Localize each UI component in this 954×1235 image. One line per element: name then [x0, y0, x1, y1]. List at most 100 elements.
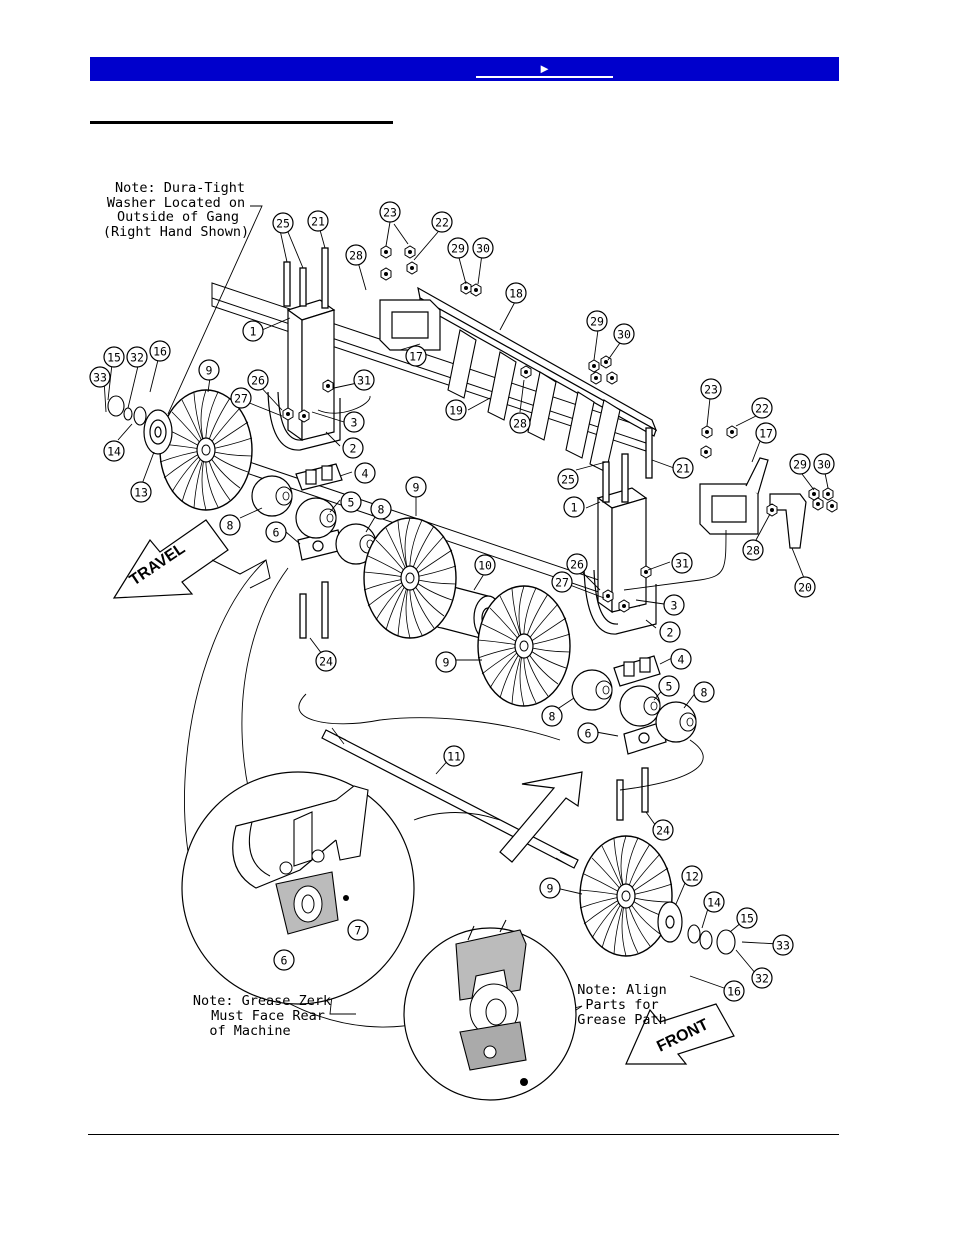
callout-3: 3 [343, 411, 365, 433]
callout-27: 27 [230, 387, 252, 409]
disc-blade-9-c [477, 585, 571, 707]
svg-text:13: 13 [134, 486, 148, 500]
callout-20: 20 [794, 576, 816, 598]
callout-31: 31 [671, 552, 693, 574]
next-page-link[interactable]: ► [476, 59, 613, 78]
svg-text:17: 17 [409, 350, 423, 364]
bracket-17-left [379, 299, 441, 351]
svg-text:5: 5 [348, 496, 355, 510]
svg-text:(Right Hand Shown): (Right Hand Shown) [103, 224, 249, 240]
bearing-housing-bottom-right [623, 721, 667, 755]
note-dura-tight: Note: Dura-Tight Washer Located on Outsi… [103, 180, 249, 240]
svg-text:9: 9 [547, 882, 554, 896]
callout-30: 30 [613, 323, 635, 345]
svg-text:24: 24 [319, 655, 333, 669]
travel-arrow: TRAVEL [112, 519, 271, 599]
end-washer-12 [657, 901, 683, 943]
disc-blade-9-b [363, 517, 457, 639]
callout-19: 19 [445, 399, 467, 421]
bearing-5-right [619, 685, 661, 727]
callout-5: 5 [658, 675, 680, 697]
svg-text:30: 30 [817, 458, 831, 472]
callout-3: 3 [663, 594, 685, 616]
svg-text:15: 15 [740, 912, 754, 926]
bearing-housing-top-left [295, 463, 343, 491]
bearing-5-left [295, 497, 337, 539]
hanger-1-right [583, 487, 657, 635]
svg-text:Parts for: Parts for [585, 997, 658, 1013]
callout-29: 29 [586, 310, 608, 332]
svg-text:29: 29 [793, 458, 807, 472]
callout-9: 9 [435, 651, 457, 673]
callout-10: 10 [474, 554, 496, 576]
callout-26: 26 [247, 369, 269, 391]
svg-text:9: 9 [413, 481, 420, 495]
callout-27: 27 [551, 571, 573, 593]
callout-2: 2 [659, 621, 681, 643]
svg-text:15: 15 [107, 351, 121, 365]
svg-text:14: 14 [707, 896, 721, 910]
svg-text:12: 12 [685, 870, 699, 884]
svg-text:7: 7 [355, 924, 362, 938]
svg-text:5: 5 [666, 680, 673, 694]
svg-text:Outside of Gang: Outside of Gang [117, 209, 239, 225]
svg-text:11: 11 [447, 750, 461, 764]
callout-8: 8 [219, 514, 241, 536]
callout-1: 1 [563, 496, 585, 518]
callout-7: 7 [347, 919, 369, 941]
svg-text:2: 2 [667, 626, 674, 640]
svg-text:31: 31 [675, 557, 689, 571]
callout-22: 22 [431, 211, 453, 233]
callout-6: 6 [265, 521, 287, 543]
callout-9: 9 [198, 359, 220, 381]
header-bar: ► [90, 57, 839, 81]
callout-29: 29 [447, 237, 469, 259]
callout-11: 11 [443, 745, 465, 767]
callout-15: 15 [103, 346, 125, 368]
svg-text:30: 30 [476, 242, 490, 256]
callout-28: 28 [509, 412, 531, 434]
svg-text:2: 2 [350, 442, 357, 456]
callout-24: 24 [652, 819, 674, 841]
svg-text:6: 6 [281, 954, 288, 968]
svg-text:22: 22 [755, 402, 769, 416]
callout-28: 28 [742, 539, 764, 561]
front-arrow: FRONT [625, 1003, 735, 1065]
callout-6: 6 [273, 949, 295, 971]
callout-32: 32 [126, 346, 148, 368]
svg-text:19: 19 [449, 404, 463, 418]
footer-rule [88, 1134, 839, 1135]
svg-text:Note: Dura-Tight: Note: Dura-Tight [115, 180, 245, 196]
callout-16: 16 [723, 980, 745, 1002]
svg-text:21: 21 [311, 215, 325, 229]
bumper-8-d [655, 701, 697, 743]
svg-text:9: 9 [443, 656, 450, 670]
callout-22: 22 [751, 397, 773, 419]
callout-24: 24 [315, 650, 337, 672]
callout-18: 18 [505, 282, 527, 304]
bumper-8-c [571, 669, 613, 711]
note-grease-zerk: Note: Grease Zerk Must Face Rear of Mach… [193, 993, 331, 1039]
callout-16: 16 [149, 340, 171, 362]
svg-text:21: 21 [676, 462, 690, 476]
svg-text:22: 22 [435, 216, 449, 230]
svg-text:28: 28 [513, 417, 527, 431]
scraper-20 [769, 493, 807, 549]
callout-29: 29 [789, 453, 811, 475]
svg-text:1: 1 [571, 501, 578, 515]
svg-text:Washer Located on: Washer Located on [107, 195, 245, 211]
bearing-housing-top-right [613, 655, 661, 687]
callout-15: 15 [736, 907, 758, 929]
callout-33: 33 [89, 366, 111, 388]
svg-text:29: 29 [590, 315, 604, 329]
svg-text:33: 33 [776, 939, 790, 953]
end-hardware-left [107, 395, 147, 426]
callout-12: 12 [681, 865, 703, 887]
callout-17: 17 [405, 345, 427, 367]
section-title-rule [90, 121, 393, 124]
svg-text:9: 9 [206, 364, 213, 378]
scraper-blades [447, 329, 621, 473]
callout-23: 23 [379, 201, 401, 223]
end-hardware-right [687, 924, 736, 955]
